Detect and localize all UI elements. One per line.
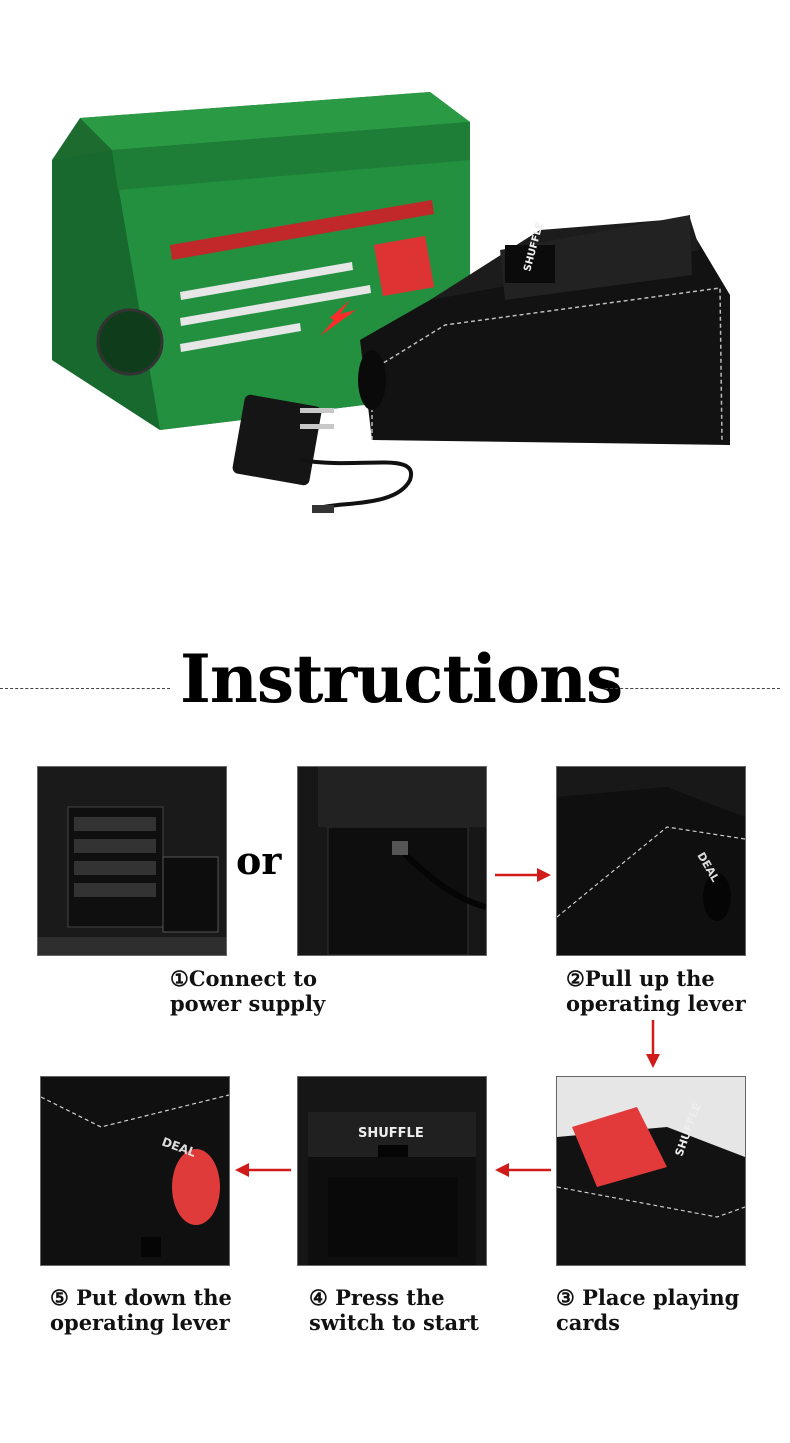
or-label: or xyxy=(236,838,282,883)
page-title: Instructions xyxy=(180,640,623,718)
step2-caption: ②Pull up the operating lever xyxy=(566,966,746,1016)
step3-cards-photo: SHUFFLE xyxy=(556,1076,746,1266)
product-illustration: SHUFFLE xyxy=(52,92,730,513)
step1-battery-photo xyxy=(37,766,227,956)
step4-caption: ④ Press the switch to start xyxy=(309,1285,479,1335)
arrow-left-icon-2 xyxy=(235,1163,291,1177)
step1-adapter-photo xyxy=(297,766,487,956)
heading-divider-left xyxy=(0,688,170,689)
arrow-right-icon xyxy=(495,868,551,882)
heading-divider-right xyxy=(605,688,780,689)
step3-caption: ③ Place playing cards xyxy=(556,1285,740,1335)
step5-lever-down-photo: DEAL xyxy=(40,1076,230,1266)
step4-switch-photo: SHUFFLE xyxy=(297,1076,487,1266)
product-photo: SHUFFLE xyxy=(0,0,790,560)
arrow-down-icon xyxy=(646,1020,660,1068)
arrow-left-icon-1 xyxy=(495,1163,551,1177)
step2-lever-photo: DEAL xyxy=(556,766,746,956)
step1-caption: ①Connect to power supply xyxy=(170,966,326,1016)
step5-caption: ⑤ Put down the operating lever xyxy=(50,1285,232,1335)
shuffle-print-step4: SHUFFLE xyxy=(358,1126,424,1141)
